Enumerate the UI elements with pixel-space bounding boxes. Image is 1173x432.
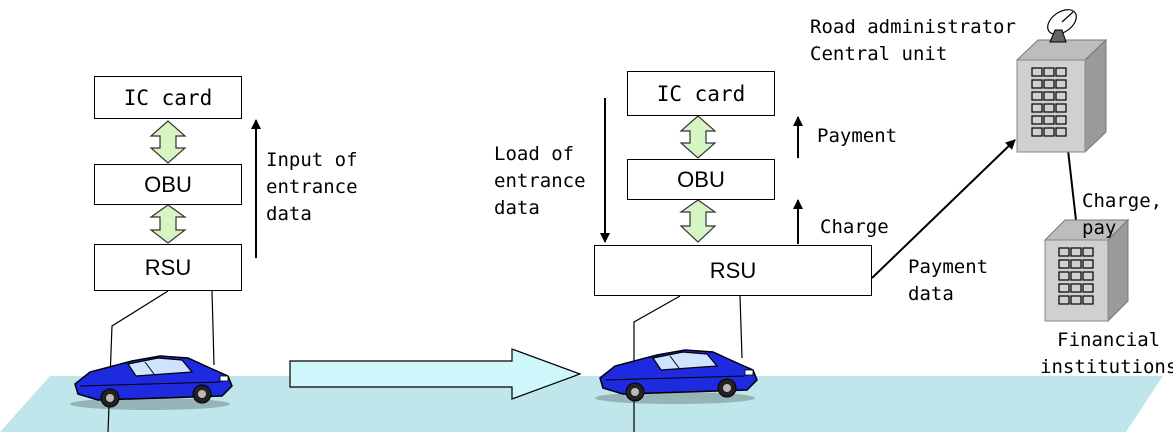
left-rsu-box: RSU <box>94 244 242 291</box>
right-antenna-pole-2 <box>739 295 743 359</box>
right-rsu-label: RSU <box>709 257 757 283</box>
right-ic-obu-arrow <box>679 115 717 159</box>
road <box>0 376 1163 432</box>
right-car <box>594 349 758 405</box>
left-ic-card-box: IC card <box>94 76 242 119</box>
payment-data-label: Payment data <box>908 256 989 305</box>
left-obu-box: OBU <box>94 164 242 205</box>
left-ic-card-label: IC card <box>123 85 213 110</box>
right-ic-card-label: IC card <box>656 81 746 106</box>
left-obu-label: OBU <box>144 171 192 197</box>
right-ic-card-box: IC card <box>627 71 775 116</box>
satellite-dish-icon <box>1047 9 1077 43</box>
right-rsu-box: RSU <box>594 245 872 296</box>
right-obu-box: OBU <box>627 159 775 200</box>
rsu-to-central-arrow <box>871 139 1016 279</box>
left-obu-rsu-arrow <box>149 204 187 244</box>
left-car <box>69 355 233 411</box>
charge-pay-label: Charge, pay <box>1082 190 1163 239</box>
financial-institution-building <box>1043 218 1130 323</box>
right-obu-label: OBU <box>677 166 725 192</box>
financial-institutions-label: Financial institutions <box>1040 329 1173 378</box>
right-obu-rsu-arrow <box>679 199 717 243</box>
charge-label: Charge <box>820 216 889 238</box>
payment-label: Payment <box>817 125 898 147</box>
central-unit-label: Road administrator Central unit <box>810 16 1016 65</box>
left-ic-obu-arrow <box>149 120 187 164</box>
left-antenna-pole-2 <box>211 290 215 366</box>
left-rsu-label: RSU <box>144 254 192 280</box>
input-entrance-data-label: Input of entrance data <box>266 149 358 225</box>
load-entrance-data-label: Load of entrance data <box>494 143 586 219</box>
central-unit-building <box>1015 38 1108 154</box>
movement-arrow <box>289 348 582 400</box>
